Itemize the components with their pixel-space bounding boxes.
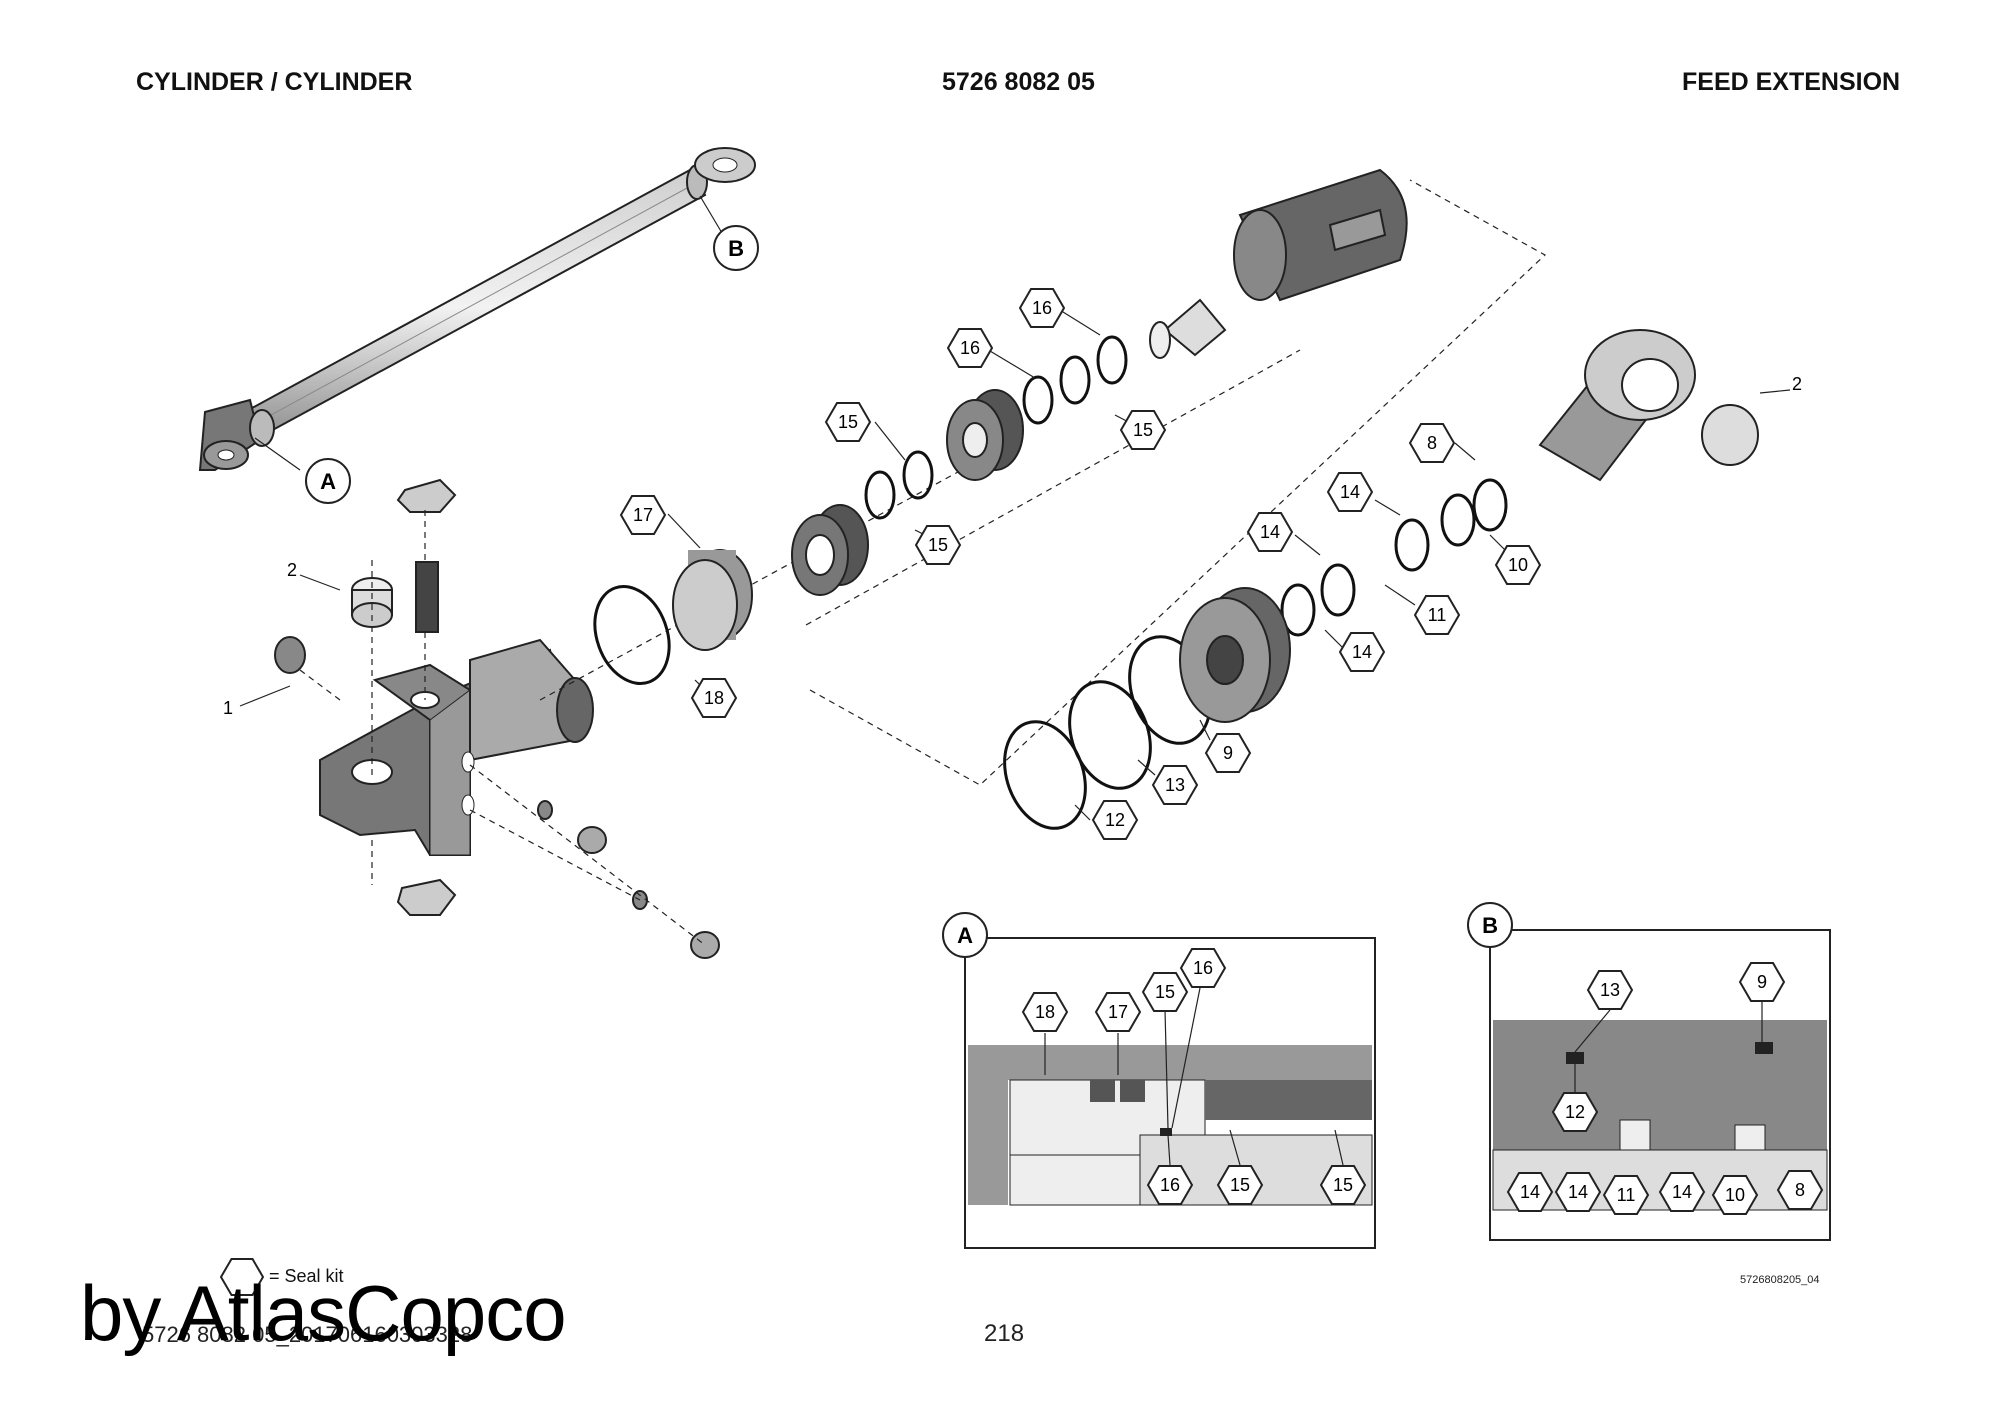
callout-text: 12 <box>1105 810 1125 830</box>
callout-hex: 13 <box>1586 970 1634 1010</box>
detail-a-label: A <box>942 912 988 958</box>
callout-hex: 17 <box>619 495 667 535</box>
callout-text: 11 <box>1428 605 1447 625</box>
detail-a-callouts: 18 17 15 16 16 15 15 <box>1021 948 1367 1205</box>
callout-text: 12 <box>1565 1102 1585 1122</box>
callout-plain: 2 <box>287 560 297 580</box>
callout-hex: 15 <box>1319 1165 1367 1205</box>
callout-text: 15 <box>1333 1175 1353 1195</box>
detail-a-panel <box>964 937 1376 1249</box>
callout-hex: 16 <box>1146 1165 1194 1205</box>
callout-text: 9 <box>1757 972 1767 992</box>
hex-callouts: 16 16 15 15 15 15 17 18 <box>619 288 1542 840</box>
callout-text: 15 <box>1230 1175 1250 1195</box>
callout-text: 13 <box>1600 980 1620 1000</box>
callout-hex: 14 <box>1338 632 1386 672</box>
assembly-lines-left <box>299 179 1547 946</box>
page-number: 218 <box>984 1320 1025 1347</box>
piston-parts <box>672 168 1759 723</box>
callout-text: 14 <box>1340 482 1360 502</box>
callout-hex: 12 <box>1551 1092 1599 1132</box>
callout-hex: 18 <box>1021 992 1069 1032</box>
seal-rings <box>593 335 1508 830</box>
header-right: FEED EXTENSION <box>1682 68 1901 96</box>
callout-hex: 12 <box>1091 800 1139 840</box>
header-part-number: 5726 8082 05 <box>942 68 1095 96</box>
callout-hex: 14 <box>1554 1172 1602 1212</box>
plugs-and-fittings <box>274 478 720 959</box>
callout-hex: 14 <box>1506 1172 1554 1212</box>
plain-callouts: 2 2 1 <box>223 374 1802 718</box>
seal-kit-legend: = Seal kit <box>219 1257 344 1297</box>
callout-hex: 10 <box>1494 545 1542 585</box>
callout-text: 14 <box>1672 1182 1692 1202</box>
callout-hex: 15 <box>1216 1165 1264 1205</box>
callout-hex: 16 <box>946 328 994 368</box>
callout-plain: 1 <box>223 698 233 718</box>
callout-text: A <box>320 469 336 494</box>
callout-text: 16 <box>1160 1175 1180 1195</box>
callout-text: 17 <box>633 505 653 525</box>
callout-hex: 18 <box>690 678 738 718</box>
callout-text: 15 <box>838 412 858 432</box>
callout-text: 18 <box>1035 1002 1055 1022</box>
callout-text: 15 <box>1155 982 1175 1002</box>
legend-text: = Seal kit <box>269 1265 344 1286</box>
callout-hex: 11 <box>1602 1175 1650 1215</box>
callout-hex: 16 <box>1179 948 1227 988</box>
callout-text: 15 <box>1133 420 1153 440</box>
callout-text: 9 <box>1223 743 1233 763</box>
callout-hex: 14 <box>1326 472 1374 512</box>
callout-hex: 9 <box>1738 962 1786 1002</box>
callout-hex: 14 <box>1246 512 1294 552</box>
callout-hex: 9 <box>1204 733 1252 773</box>
callout-text: 16 <box>1032 298 1052 318</box>
callout-hex: 8 <box>1408 423 1456 463</box>
detail-b-label: B <box>1467 902 1513 948</box>
callout-hex: 11 <box>1413 595 1461 635</box>
callout-text: 8 <box>1795 1180 1805 1200</box>
callout-hex: 13 <box>1151 765 1199 805</box>
callout-text: 15 <box>928 535 948 555</box>
callout-text: B <box>1482 913 1498 938</box>
callout-text: B <box>728 236 744 261</box>
detail-b-callouts: 13 9 12 14 14 11 14 10 <box>1506 962 1824 1215</box>
hexagon-icon <box>219 1258 265 1296</box>
callout-circle-b: B <box>713 225 759 271</box>
callout-text: 17 <box>1108 1002 1128 1022</box>
callout-text: 11 <box>1617 1185 1636 1205</box>
callout-circle-a: A <box>305 458 351 504</box>
footer-document-code: 5726 8082 05_201706160303328 <box>142 1322 473 1347</box>
callout-text: 18 <box>704 688 724 708</box>
callout-text: A <box>957 923 973 948</box>
callout-hex: 15 <box>1141 972 1189 1012</box>
callout-text: 15 <box>1133 420 1153 440</box>
callout-text: 10 <box>1725 1185 1745 1205</box>
callout-text: 16 <box>960 338 980 358</box>
circle-callouts: A B A B <box>305 225 1513 958</box>
cylinder-head-block <box>319 638 594 856</box>
callout-hex: 16 <box>1018 288 1066 328</box>
callout-text: 14 <box>1520 1182 1540 1202</box>
callout-hex: 14 <box>1658 1172 1706 1212</box>
callout-hex: 15 <box>1119 410 1167 450</box>
figure-id: 5726808205_04 <box>1740 1274 1820 1286</box>
assembled-cylinder <box>198 147 756 471</box>
callout-hex: 15 <box>824 402 872 442</box>
callout-hex: 8 <box>1776 1170 1824 1210</box>
header-left: CYLINDER / CYLINDER <box>136 68 413 96</box>
watermark: by AtlasCopco <box>80 1269 567 1357</box>
callout-text: 14 <box>1260 522 1280 542</box>
callout-text: 14 <box>1352 642 1372 662</box>
callout-hex: 15 <box>914 525 962 565</box>
callout-text: 13 <box>1165 775 1185 795</box>
callout-plain: 2 <box>1792 374 1802 394</box>
callout-hex: 17 <box>1094 992 1142 1032</box>
callout-text: 10 <box>1508 555 1528 575</box>
callout-text: 8 <box>1427 433 1437 453</box>
callout-text: 14 <box>1568 1182 1588 1202</box>
callout-hex: 10 <box>1711 1175 1759 1215</box>
callout-text: 16 <box>1193 958 1213 978</box>
